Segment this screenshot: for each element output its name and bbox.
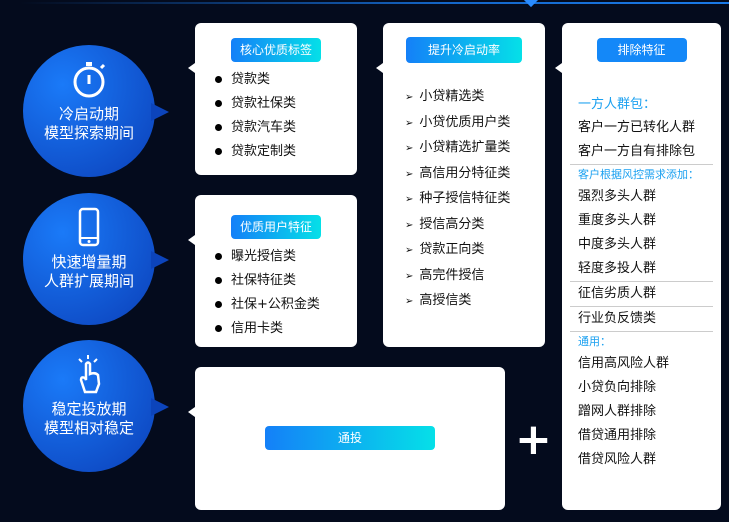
list-item: 信用高风险人群 xyxy=(578,356,670,371)
list-item: 中度多头人群 xyxy=(578,237,657,252)
list-item: ➢种子授信特征类 xyxy=(405,191,511,206)
smartphone-icon xyxy=(78,207,100,247)
risk-heading: 客户根据风控需求添加： xyxy=(578,168,699,181)
list-item: 重度多头人群 xyxy=(578,213,657,228)
list-item: 客户一方自有排除包 xyxy=(578,144,696,159)
plus-sign: + xyxy=(515,414,552,465)
list-item: ➢小贷精选扩量类 xyxy=(405,140,511,155)
list-item: ➢小贷优质用户类 xyxy=(405,114,511,130)
list-item: ➢高完件授信 xyxy=(405,267,485,283)
arrow-icon: ➢ xyxy=(405,296,414,307)
general-card: 通投 xyxy=(188,367,505,510)
list-item: 贷款汽车类 xyxy=(215,116,357,140)
phase-cold-start: 冷启动期 模型探索期间 xyxy=(23,45,169,177)
list-item: ➢高信用分特征类 xyxy=(405,165,511,181)
arrow-icon: ➢ xyxy=(405,92,414,103)
list-item: 贷款社保类 xyxy=(215,92,357,116)
core-tags-card: 核心优质标签 贷款类 贷款社保类 贷款汽车类 贷款定制类 xyxy=(188,23,357,175)
list-item: 强烈多头人群 xyxy=(578,189,657,204)
cold-start-card: 提升冷启动率 ➢小贷精选类 ➢小贷优质用户类 ➢小贷精选扩量类 ➢高信用分特征类… xyxy=(376,23,545,347)
arrow-icon: ➢ xyxy=(405,194,414,205)
arrow-icon: ➢ xyxy=(405,270,414,282)
stopwatch-icon xyxy=(73,62,106,98)
top-divider-line xyxy=(20,2,729,4)
core-tags-title: 核心优质标签 xyxy=(231,38,321,62)
list-item: 曝光授信类 xyxy=(215,245,357,269)
general-title: 通投 xyxy=(265,426,435,450)
list-item: 借贷风险人群 xyxy=(578,452,657,467)
list-item: 贷款类 xyxy=(215,68,357,92)
arrow-icon: ➢ xyxy=(405,143,414,154)
phase-line2: 模型相对稳定 xyxy=(43,419,134,437)
divider xyxy=(570,306,713,307)
list-item: ➢高授信类 xyxy=(405,293,472,308)
cold-start-title: 提升冷启动率 xyxy=(406,37,522,63)
list-item: ➢贷款正向类 xyxy=(405,242,485,257)
list-item: ➢小贷精选类 xyxy=(405,89,485,104)
list-item: 轻度多投人群 xyxy=(578,261,657,276)
list-item: 客户一方已转化人群 xyxy=(578,120,696,135)
list-item: 贷款定制类 xyxy=(215,140,357,164)
divider xyxy=(570,281,713,282)
list-item: 社保+公积金类 xyxy=(215,293,357,317)
exclude-title: 排除特征 xyxy=(596,38,687,62)
phase-stable: 稳定投放期 模型相对稳定 xyxy=(23,340,169,472)
phase-line1: 快速增量期 xyxy=(51,253,127,271)
arrow-icon: ➢ xyxy=(405,219,414,231)
first-party-heading: 一方人群包： xyxy=(578,97,657,112)
list-item: 社保特征类 xyxy=(215,269,357,293)
tap-hand-icon xyxy=(78,355,101,394)
exclude-card: 排除特征 一方人群包： 客户一方已转化人群 客户一方自有排除包 客户根据风控需求… xyxy=(555,23,721,510)
phase-line1: 冷启动期 xyxy=(58,105,119,123)
phase-line2: 人群扩展期间 xyxy=(43,272,134,290)
common-heading: 通用： xyxy=(578,335,611,348)
phase-line1: 稳定投放期 xyxy=(51,400,127,418)
quality-users-card: 优质用户特征 曝光授信类 社保特征类 社保+公积金类 信用卡类 xyxy=(188,195,357,347)
arrow-icon: ➢ xyxy=(405,168,414,180)
divider xyxy=(570,331,713,332)
list-item: 蹭网人群排除 xyxy=(578,404,657,419)
arrow-icon: ➢ xyxy=(405,117,414,129)
list-item: 借贷通用排除 xyxy=(578,428,657,443)
divider xyxy=(570,164,713,165)
list-item: 征信劣质人群 xyxy=(578,286,657,301)
arrow-icon: ➢ xyxy=(405,245,414,256)
list-item: ➢授信高分类 xyxy=(405,216,485,232)
list-item: 信用卡类 xyxy=(215,317,357,341)
list-item: 小贷负向排除 xyxy=(578,380,657,395)
list-item: 行业负反馈类 xyxy=(578,311,657,326)
phase-growth: 快速增量期 人群扩展期间 xyxy=(23,193,169,325)
quality-users-title: 优质用户特征 xyxy=(231,215,321,239)
phase-line2: 模型探索期间 xyxy=(43,124,134,142)
